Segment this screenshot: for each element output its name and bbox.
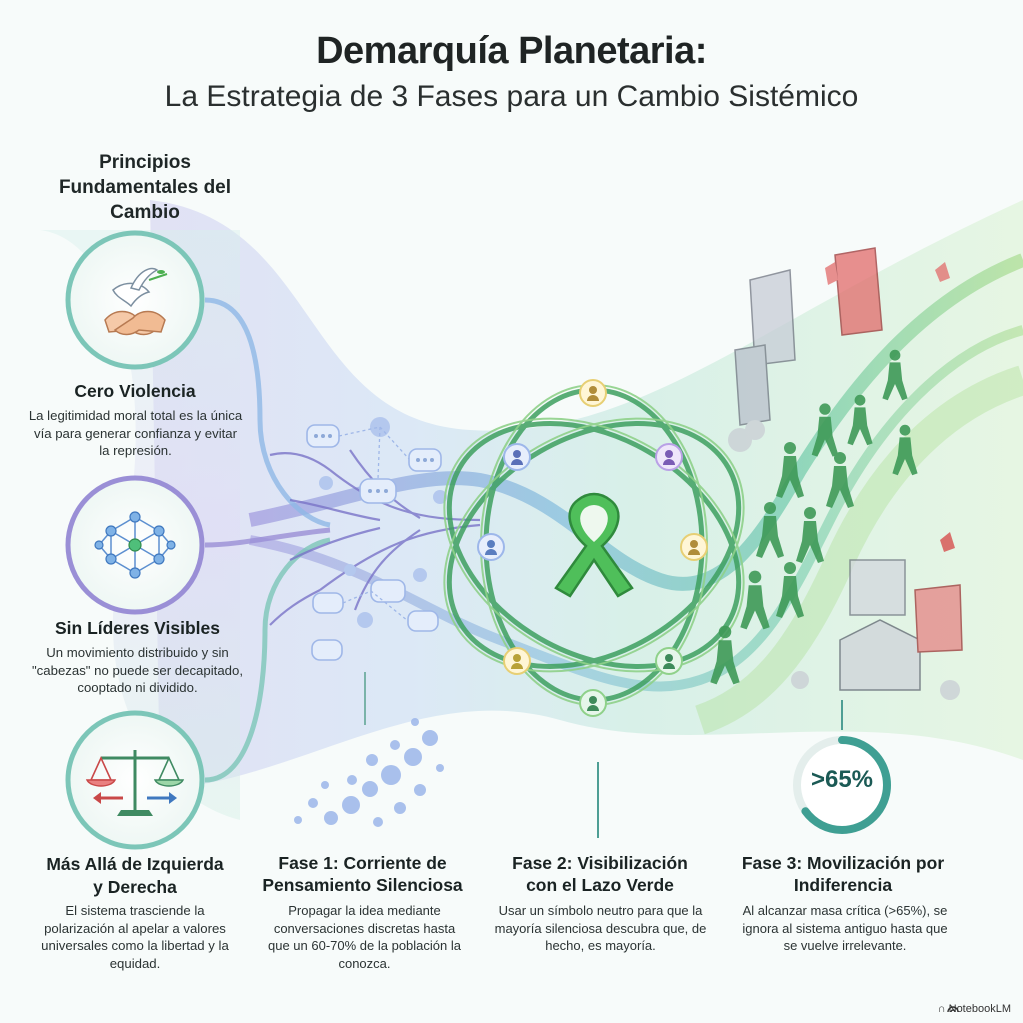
- brand-icon: ∩: [937, 1003, 946, 1015]
- phase-2-desc: Usar un símbolo neutro para que la mayor…: [494, 903, 707, 953]
- phase-2-title: Fase 2: Visibilización con el Lazo Verde: [512, 853, 688, 895]
- critical-mass-label: >65%: [810, 766, 874, 793]
- notebooklm-logo-icon: [947, 1006, 959, 1013]
- brand-watermark: ∩NotebookLM: [938, 1003, 1011, 1015]
- phase-3-title: Fase 3: Movilización por Indiferencia: [741, 853, 945, 895]
- phase-1-desc: Propagar la idea mediante conversaciones…: [268, 903, 461, 971]
- phase-1-title: Fase 1: Corriente de Pensamiento Silenci…: [262, 853, 463, 895]
- brand-name: NotebookLM: [948, 1003, 1011, 1015]
- principle-desc-beyond-left-right: El sistema trasciende la polarización al…: [41, 903, 229, 971]
- page-subtitle: La Estrategia de 3 Fases para un Cambio …: [164, 80, 859, 113]
- critical-mass-gauge: [793, 736, 891, 834]
- principles-heading: Principios Fundamentales del Cambio: [58, 152, 232, 223]
- principle-desc-zero-violence: La legitimidad moral total es la única v…: [28, 408, 243, 458]
- principle-title-zero-violence: Cero Violencia: [74, 381, 196, 401]
- page-title: Demarquía Planetaria:: [316, 30, 707, 72]
- principle-title-beyond-left-right: Más Allá de Izquierda y Derecha: [46, 854, 224, 897]
- principle-desc-no-leaders: Un movimiento distribuido y sin "cabezas…: [32, 645, 243, 695]
- phase-3-desc: Al alcanzar masa crítica (>65%), se igno…: [742, 903, 948, 953]
- principle-title-no-leaders: Sin Líderes Visibles: [54, 618, 221, 638]
